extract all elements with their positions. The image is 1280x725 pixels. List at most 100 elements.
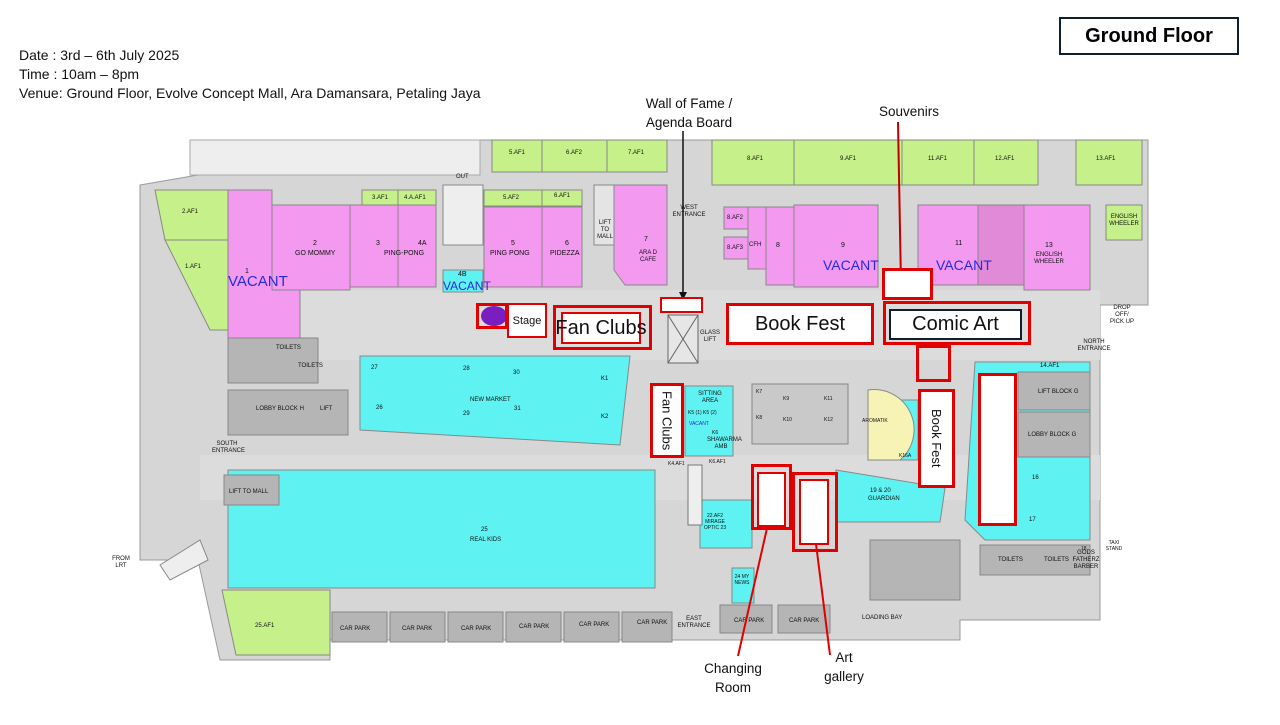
art-gallery-label: Art gallery [814, 648, 874, 686]
loading-bay-label: LOADING BAY [862, 615, 903, 621]
unit-eng-wheeler-right [1105, 204, 1143, 241]
comic-art-extension[interactable] [916, 345, 951, 382]
souvenirs-zone[interactable] [882, 268, 933, 300]
unit-14af1-label: 14.AF1 [1040, 363, 1060, 369]
unit-1-label: 1 [245, 268, 249, 275]
changing-room-zone[interactable] [757, 472, 786, 527]
car-park-3 [447, 611, 504, 643]
sitting-area-label: SITTING AREA [698, 391, 722, 404]
k8-label: K8 [756, 415, 763, 421]
comic-art-outline[interactable] [883, 301, 1031, 345]
unit-8af2-label: 8.AF2 [727, 215, 744, 221]
vacant-small-label: VACANT [689, 421, 709, 427]
fan-clubs-main-zone[interactable]: Fan Clubs [555, 312, 647, 344]
mirage-label: 22.AF2 MIRAGE OPTIC 23 [703, 513, 727, 531]
lobby-block-g-label: LOBBY BLOCK G [1028, 432, 1077, 438]
unit-25af1 [221, 589, 331, 656]
unit-13 [1023, 204, 1091, 291]
west-entrance-label: WEST ENTRANCE [672, 205, 706, 218]
unit-25af1-label: 25.AF1 [255, 623, 275, 629]
unit-8af3-label: 8.AF3 [727, 245, 744, 251]
unit-13-label: 13 [1045, 242, 1053, 249]
fan-clubs-side-zone[interactable]: Fan Clubs [650, 383, 684, 458]
vacant-label-9: VACANT [823, 257, 879, 273]
car-park-5 [563, 611, 620, 643]
k5-label: K5 (1) K5 (2) [688, 410, 717, 416]
car-park-label-3: CAR PARK [461, 626, 492, 632]
cfh-label: CFH [749, 242, 762, 248]
stage-zone-outline[interactable] [476, 303, 508, 329]
event-time: Time : 10am – 8pm [19, 66, 140, 82]
vacant-label-1: VACANT [228, 273, 288, 290]
unit-13af1-label: 13.AF1 [1096, 156, 1116, 162]
top-green-units [361, 139, 1143, 241]
north-entrance-label: NORTH ENTRANCE [1077, 339, 1111, 352]
unit-2af1-label: 2.AF1 [182, 209, 199, 215]
lobby-block-h-label: LOBBY BLOCK H [256, 406, 304, 412]
unit-8-label: 8 [776, 242, 780, 249]
comic-art-zone[interactable]: Comic Art [889, 309, 1022, 340]
k6af1-label: K6.AF1 [709, 459, 726, 465]
stage-zone[interactable]: Stage [507, 303, 547, 338]
k9-label: K9 [783, 396, 790, 402]
lift-block-g-label: LIFT BLOCK G [1038, 389, 1079, 395]
wall-of-fame-board[interactable] [660, 297, 703, 313]
unit-8 [765, 206, 795, 286]
car-park-8 [777, 604, 831, 634]
ara-d-cafe-label: ARA D CAFE [638, 250, 657, 263]
k7-label: K7 [756, 389, 763, 395]
wall-of-fame-line2: Agenda Board [645, 115, 733, 130]
k2-label: K2 [601, 414, 609, 420]
right-exhibit-zone[interactable] [978, 373, 1017, 526]
unit-2 [271, 204, 351, 291]
aromatik-kiosk [867, 389, 915, 461]
car-park-label-7: CAR PARK [734, 618, 765, 624]
unit-5 [483, 206, 543, 288]
car-park-4 [505, 611, 562, 643]
unit-9-label: 9 [841, 242, 845, 249]
unit-4b [442, 269, 484, 293]
unit-31-label: 31 [514, 406, 521, 412]
car-park-label-2: CAR PARK [402, 626, 433, 632]
lobby-block-h [227, 389, 349, 436]
art-gallery-outline[interactable] [792, 472, 838, 552]
english-wheeler-right-label: ENGLISH WHEELER [1109, 214, 1139, 227]
vacant-label-11: VACANT [936, 257, 992, 273]
car-park-2 [389, 611, 446, 643]
shawarma-label: SHAWARMA AMB [707, 437, 742, 450]
unit-9af1-label: 9.AF1 [840, 156, 857, 162]
changing-room-arrow [737, 511, 774, 657]
car-park-1 [331, 611, 388, 643]
art-gallery-zone[interactable] [799, 479, 829, 545]
unit-28-label: 28 [463, 366, 470, 372]
changing-line1: Changing [704, 661, 762, 676]
unit-12af1 [973, 139, 1039, 186]
unit-9af1 [793, 139, 903, 186]
lift-h-label: LIFT [320, 406, 333, 412]
unit-4aaf1-label: 4.A.AF1 [404, 195, 426, 201]
fan-clubs-main-outline[interactable] [553, 305, 652, 350]
car-park-label-4: CAR PARK [519, 624, 550, 630]
changing-room-outline[interactable] [751, 464, 792, 530]
guardian-label: GUARDIAN [868, 496, 900, 502]
guardian-num-label: 19 & 20 [870, 488, 891, 494]
toilets-label-b: TOILETS [298, 363, 323, 369]
south-entrance-label: SOUTH ENTRANCE [212, 441, 246, 454]
top-walkway [189, 139, 481, 176]
unit-7 [613, 184, 668, 286]
unit-5af1-label: 5.AF1 [509, 150, 526, 156]
ping-pong-34-label: PING-PONG [384, 250, 425, 257]
book-fest-side-zone[interactable]: Book Fest [918, 389, 955, 488]
my-news-label: 24 MY NEWS [734, 574, 750, 586]
go-mommy-label: GO MOMMY [295, 250, 336, 257]
book-fest-main-zone[interactable]: Book Fest [726, 303, 874, 345]
wall-of-fame-line1: Wall of Fame / [645, 96, 733, 111]
unit-6af1 [541, 189, 583, 207]
unit-9 [793, 204, 879, 288]
glass-lift-label: GLASS LIFT [700, 330, 721, 343]
out-stairs [442, 184, 484, 246]
event-venue: Venue: Ground Floor, Evolve Concept Mall… [19, 85, 481, 101]
unit-29-label: 29 [463, 411, 470, 417]
car-park-6 [621, 611, 673, 643]
